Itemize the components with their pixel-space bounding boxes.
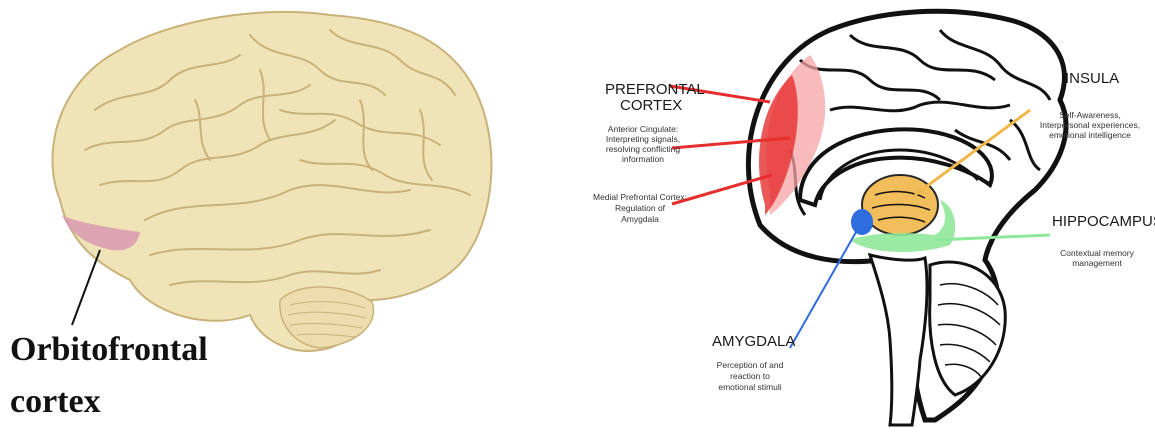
- prefrontal-title-line1: PREFRONTAL: [605, 81, 705, 98]
- orbitofrontal-label-line2: cortex: [10, 383, 101, 420]
- orbitofrontal-label-line1: Orbitofrontal: [10, 331, 208, 368]
- medial-prefrontal-line3: Amygdala: [621, 214, 659, 224]
- amygdala-region: [851, 209, 873, 235]
- hippocampus-line1: Contextual memory: [1060, 248, 1134, 258]
- medial-prefrontal-line1: Medial Prefrontal Cortex:: [593, 192, 687, 202]
- hippocampus-labels: HIPPOCAMPUS Contextual memory management: [1052, 213, 1155, 268]
- prefrontal-labels: PREFRONTAL CORTEX Anterior Cingulate: In…: [593, 81, 705, 224]
- sagittal-brain-figure: [748, 11, 1066, 425]
- anterior-cingulate-line3: resolving conflicting: [606, 144, 680, 154]
- anterior-cingulate-line1: Anterior Cingulate:: [608, 124, 678, 134]
- amygdala-labels: AMYGDALA Perception of and reaction to e…: [712, 333, 795, 392]
- insula-line3: emotional intelligence: [1049, 130, 1131, 140]
- anterior-cingulate-line2: Interpreting signals,: [606, 134, 680, 144]
- amygdala-line2: reaction to: [730, 371, 770, 381]
- orbitofrontal-pointer: [72, 250, 100, 325]
- insula-line1: Self-Awareness,: [1059, 110, 1121, 120]
- amygdala-title: AMYGDALA: [712, 333, 795, 350]
- lateral-brain-figure: Orbitofrontal cortex: [10, 12, 491, 420]
- amygdala-line1: Perception of and: [717, 360, 784, 370]
- prefrontal-title-line2: CORTEX: [620, 97, 682, 114]
- amygdala-line3: emotional stimuli: [718, 382, 781, 392]
- cerebellum-sagittal: [930, 262, 1006, 395]
- medial-prefrontal-line2: Regulation of: [615, 203, 666, 213]
- insula-line2: Interpersonal experiences,: [1040, 120, 1140, 130]
- insula-title: INSULA: [1065, 70, 1119, 87]
- anterior-cingulate-line4: information: [622, 154, 664, 164]
- hippocampus-title: HIPPOCAMPUS: [1052, 213, 1155, 230]
- hippocampus-line2: management: [1072, 258, 1122, 268]
